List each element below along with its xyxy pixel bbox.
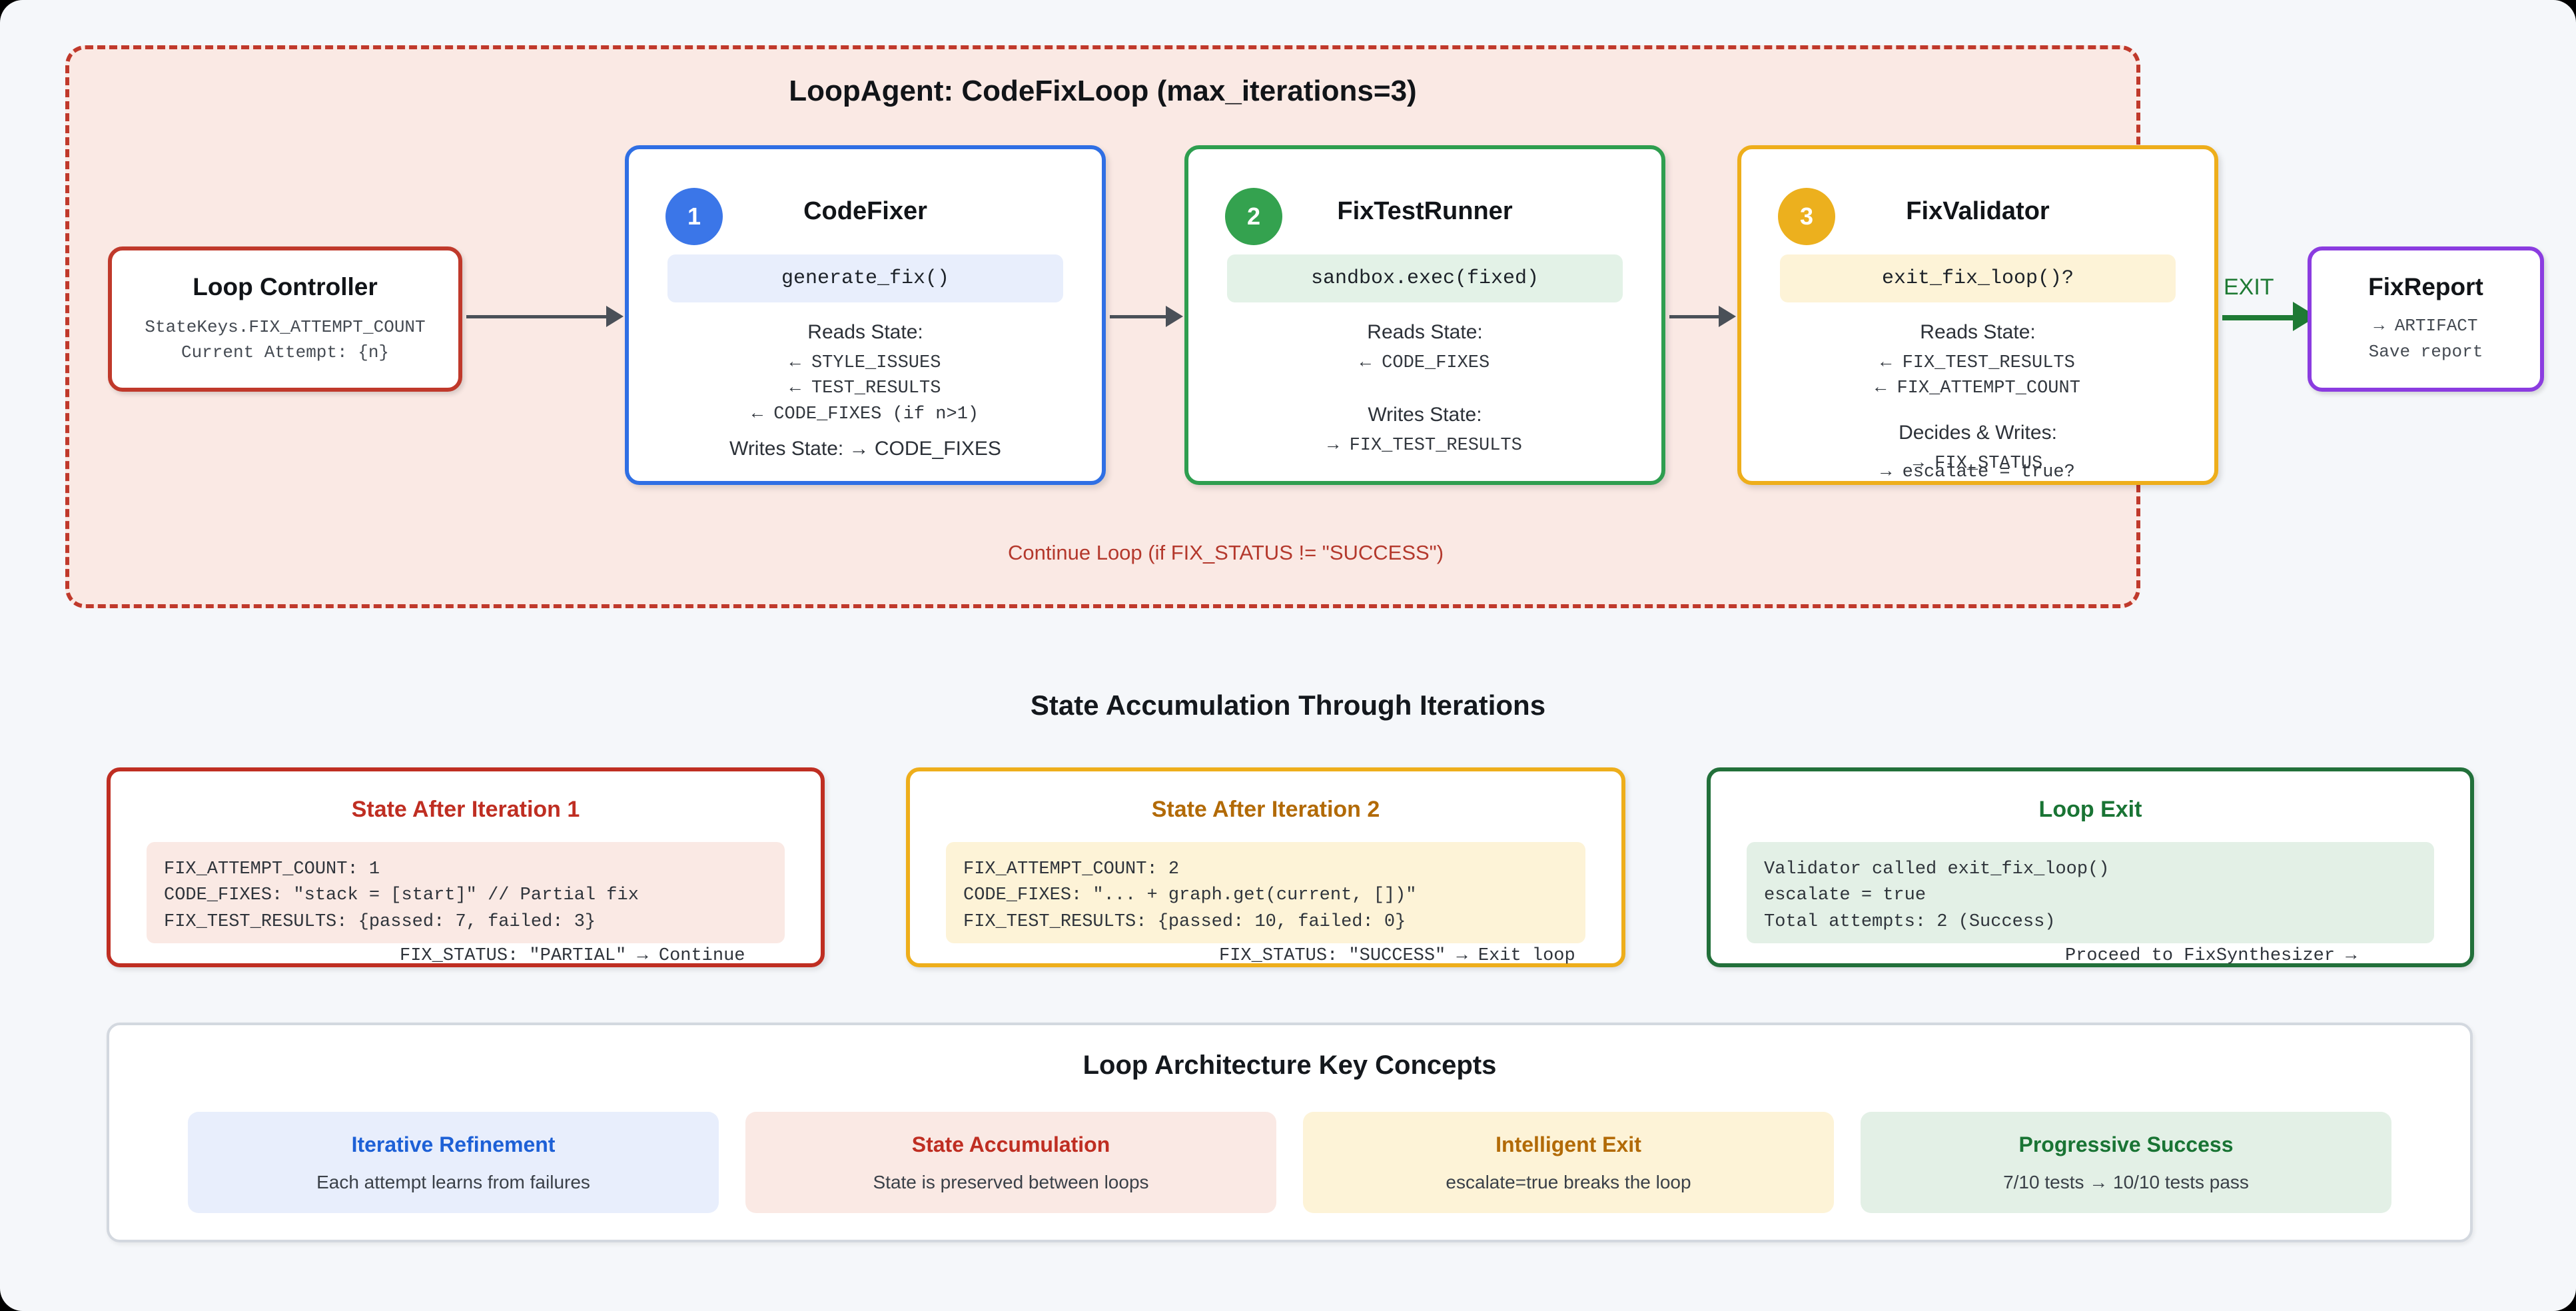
arrow-head-icon <box>1166 306 1183 327</box>
state-line: CODE_FIXES: "stack = [start]" // Partial… <box>164 885 639 906</box>
state-card-title: State After Iteration 1 <box>351 797 580 822</box>
agent-state-info: Reads State: ← STYLE_ISSUES ← TEST_RESUL… <box>645 316 1086 460</box>
arrow-head-icon <box>1719 306 1736 327</box>
fix-report-box[interactable]: FixReport → ARTIFACT Save report <box>2308 246 2544 392</box>
concept-card-progressive-success[interactable]: Progressive Success 7/10 tests → 10/10 t… <box>1861 1112 2391 1213</box>
agent-card-fixtestrunner[interactable]: 2 FixTestRunner sandbox.exec(fixed) Read… <box>1184 145 1665 485</box>
state-line: FIX_TEST_RESULTS: {passed: 10, failed: 0… <box>963 911 1406 932</box>
concept-title: Iterative Refinement <box>351 1132 556 1156</box>
loop-controller-attempt: Current Attempt: {n} <box>181 342 390 362</box>
arrow-shaft <box>466 315 608 318</box>
agent-name: FixTestRunner <box>1337 197 1513 225</box>
escalate-overflow-text: → escalate = true? <box>1881 462 2075 482</box>
state-line: FIX_ATTEMPT_COUNT: 2 <box>963 859 1180 879</box>
state-section-heading: State Accumulation Through Iterations <box>1030 689 1546 721</box>
writes-state-label: Decides & Writes: <box>1899 421 2057 444</box>
writes-state-label: Writes State: <box>1368 404 1482 426</box>
reads-state-label: Reads State: <box>1920 321 2036 343</box>
state-line: escalate = true <box>1764 885 1927 906</box>
agent-name: CodeFixer <box>803 197 927 225</box>
arrow-head-icon <box>606 306 624 327</box>
state-card-loop-exit[interactable]: Loop Exit Validator called exit_fix_loop… <box>1707 767 2474 967</box>
state-card-footer: FIX_STATUS: "SUCCESS" → Exit loop <box>1219 946 1575 966</box>
reads-state-item: ← STYLE_ISSUES <box>789 353 941 373</box>
writes-state-item: → FIX_TEST_RESULTS <box>1328 436 1522 456</box>
state-card-panel: FIX_ATTEMPT_COUNT: 1 CODE_FIXES: "stack … <box>147 842 785 943</box>
concept-card-iterative-refinement[interactable]: Iterative Refinement Each attempt learns… <box>188 1112 719 1213</box>
key-concepts-heading: Loop Architecture Key Concepts <box>1082 1051 1497 1080</box>
agent-state-info: Reads State: ← CODE_FIXES Writes State: … <box>1204 316 1645 459</box>
state-card-footer: Proceed to FixSynthesizer → <box>2065 946 2357 966</box>
loop-title: LoopAgent: CodeFixLoop (max_iterations=3… <box>789 75 1417 107</box>
concept-card-state-accumulation[interactable]: State Accumulation State is preserved be… <box>745 1112 1276 1213</box>
agent-number-badge: 1 <box>665 188 723 245</box>
state-line: FIX_TEST_RESULTS: {passed: 7, failed: 3} <box>164 911 596 932</box>
state-card-panel: Validator called exit_fix_loop() escalat… <box>1747 842 2434 943</box>
concept-desc: State is preserved between loops <box>873 1171 1149 1192</box>
state-line: Validator called exit_fix_loop() <box>1764 859 2110 879</box>
writes-state-inline: Writes State: → CODE_FIXES <box>729 437 1001 460</box>
state-card-title: Loop Exit <box>2038 797 2142 822</box>
state-card-iteration-2[interactable]: State After Iteration 2 FIX_ATTEMPT_COUN… <box>906 767 1625 967</box>
state-card-panel: FIX_ATTEMPT_COUNT: 2 CODE_FIXES: "... + … <box>946 842 1585 943</box>
continue-loop-label: Continue Loop (if FIX_STATUS != "SUCCESS… <box>1008 541 1444 564</box>
state-line: CODE_FIXES: "... + graph.get(current, []… <box>963 885 1417 906</box>
agent-card-fixvalidator[interactable]: 3 FixValidator exit_fix_loop()? Reads St… <box>1737 145 2218 485</box>
agent-name: FixValidator <box>1906 197 2050 225</box>
writes-state-item: → FIX_STATUS <box>1913 453 2043 474</box>
agent-method-chip: generate_fix() <box>667 254 1063 302</box>
loop-controller-box[interactable]: Loop Controller StateKeys.FIX_ATTEMPT_CO… <box>108 246 462 392</box>
reads-state-item: ← FIX_ATTEMPT_COUNT <box>1875 378 2080 399</box>
loop-controller-state-key: StateKeys.FIX_ATTEMPT_COUNT <box>145 316 426 337</box>
reads-state-label: Reads State: <box>807 321 923 343</box>
concept-title: Intelligent Exit <box>1496 1132 1641 1156</box>
concept-title: Progressive Success <box>2018 1132 2234 1156</box>
state-line: Total attempts: 2 (Success) <box>1764 911 2056 932</box>
key-concepts-row: Iterative Refinement Each attempt learns… <box>188 1112 2391 1213</box>
agent-card-codefixer[interactable]: 1 CodeFixer generate_fix() Reads State: … <box>625 145 1106 485</box>
arrow-shaft <box>1110 315 1167 318</box>
reads-state-item: ← CODE_FIXES (if n>1) <box>751 404 979 424</box>
concept-desc: 7/10 tests → 10/10 tests pass <box>2003 1171 2249 1192</box>
state-card-footer: FIX_STATUS: "PARTIAL" → Continue <box>400 946 745 966</box>
state-card-title: State After Iteration 2 <box>1151 797 1380 822</box>
reads-state-item: ← FIX_TEST_RESULTS <box>1881 353 2075 373</box>
reads-state-item: ← CODE_FIXES <box>1360 353 1490 373</box>
fix-report-artifact: → ARTIFACT <box>2373 316 2478 336</box>
concept-title: State Accumulation <box>911 1132 1110 1156</box>
state-card-iteration-1[interactable]: State After Iteration 1 FIX_ATTEMPT_COUN… <box>107 767 825 967</box>
key-concepts-panel: Loop Architecture Key Concepts Iterative… <box>107 1023 2473 1242</box>
reads-state-item: ← TEST_RESULTS <box>789 378 941 399</box>
agent-number-badge: 3 <box>1778 188 1835 245</box>
state-line: FIX_ATTEMPT_COUNT: 1 <box>164 859 380 879</box>
arrow-shaft <box>1669 315 1720 318</box>
agent-method-chip: exit_fix_loop()? <box>1780 254 2176 302</box>
concept-card-intelligent-exit[interactable]: Intelligent Exit escalate=true breaks th… <box>1303 1112 1834 1213</box>
loop-controller-title: Loop Controller <box>193 272 378 300</box>
agent-state-info: Reads State: ← FIX_TEST_RESULTS ← FIX_AT… <box>1757 316 2198 476</box>
concept-desc: Each attempt learns from failures <box>316 1171 590 1192</box>
concept-desc: escalate=true breaks the loop <box>1446 1171 1691 1192</box>
fix-report-title: FixReport <box>2368 273 2483 300</box>
reads-state-label: Reads State: <box>1367 321 1483 343</box>
fix-report-save: Save report <box>2368 342 2483 362</box>
exit-label: EXIT <box>2224 274 2274 300</box>
arrow-shaft <box>2222 315 2296 320</box>
agent-method-chip: sandbox.exec(fixed) <box>1227 254 1623 302</box>
agent-number-badge: 2 <box>1225 188 1282 245</box>
